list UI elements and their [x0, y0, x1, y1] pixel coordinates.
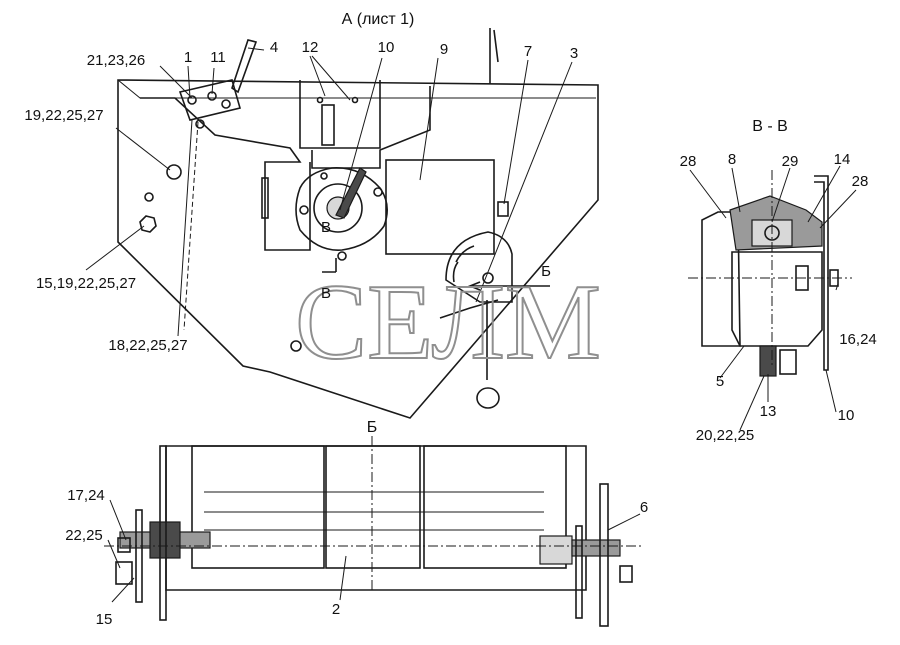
spring-bracket [299, 80, 381, 149]
callout-2: 2 [332, 601, 340, 618]
callout-10-section: 10 [838, 407, 855, 424]
housing-outline [117, 79, 599, 419]
control-knob [476, 387, 500, 409]
nut-20 [779, 349, 797, 375]
view-b-leaders [107, 499, 641, 603]
clamp-bolt-1 [187, 95, 197, 105]
side-bracket [261, 177, 269, 219]
flange-bolt-top [320, 172, 328, 180]
callout-16-24: 16,24 [839, 331, 877, 348]
nut-15 [139, 215, 157, 233]
dashed-rod [183, 121, 199, 331]
bracket-hole-2 [351, 96, 359, 104]
rod-top [489, 28, 499, 84]
callout-8: 8 [728, 151, 736, 168]
callout-28-right: 28 [852, 173, 869, 190]
control-link [439, 299, 499, 319]
view-a-title: А (лист 1) [342, 11, 415, 28]
callout-21-23-26: 21,23,26 [87, 52, 145, 69]
view-a [85, 28, 599, 419]
callout-10: 10 [378, 39, 395, 56]
view-a-leaders [85, 47, 573, 337]
bracket-hole-1 [316, 96, 324, 104]
left-plate [159, 445, 167, 621]
view-arrow-head [467, 281, 481, 291]
callout-4: 4 [270, 39, 278, 56]
spring-plate [321, 104, 335, 146]
drum-panel-left [191, 445, 325, 569]
view-b-title: Б [367, 419, 378, 436]
callout-1: 1 [184, 49, 192, 66]
flange-inner [313, 183, 363, 233]
lever-arm [231, 39, 258, 94]
quadrant-slot [452, 245, 475, 283]
callout-28-left: 28 [680, 153, 697, 170]
callout-15-bottom: 15 [96, 611, 113, 628]
clamp-plate [178, 79, 241, 121]
inner-casing [311, 86, 431, 169]
section-mark-top: В [321, 219, 331, 236]
nut-15-bottom [115, 561, 133, 585]
quadrant-3 [445, 231, 513, 303]
section-line-b [322, 258, 337, 273]
flange-bolt-left [299, 205, 309, 215]
section-mark-bottom: В [321, 285, 331, 302]
callout-6: 6 [640, 499, 648, 516]
lever-10 [335, 167, 367, 219]
callout-14: 14 [834, 151, 851, 168]
callout-11: 11 [210, 49, 226, 66]
bolt-21 [195, 119, 205, 129]
section-leaders [689, 165, 857, 431]
right-nut [619, 565, 633, 583]
bolt-lower [290, 340, 302, 352]
hole-left [144, 192, 154, 202]
callout-15-19-22-25-27: 15,19,22,25,27 [36, 275, 136, 292]
flange-bolt-bottom [337, 251, 347, 261]
left-bracket [135, 509, 143, 603]
section-v-v [688, 165, 857, 431]
callout-20-22-25: 20,22,25 [696, 427, 754, 444]
callout-19-22-25-27: 19,22,25,27 [24, 107, 103, 124]
bolt-19 [166, 164, 182, 180]
view-mark-b: Б [541, 263, 551, 280]
callout-13: 13 [760, 403, 777, 420]
right-shaft [571, 539, 621, 557]
panel-9 [385, 159, 495, 255]
left-hub [149, 521, 181, 559]
view-b [104, 436, 644, 627]
callout-12: 12 [302, 39, 319, 56]
callout-9: 9 [440, 41, 448, 58]
section-title: В - В [752, 118, 788, 135]
flange-ring [295, 167, 388, 251]
bolt-7 [497, 201, 509, 217]
callout-18-22-25-27: 18,22,25,27 [108, 337, 187, 354]
callout-3: 3 [570, 45, 578, 62]
drum-panel-mid [325, 445, 421, 569]
callout-29: 29 [782, 153, 799, 170]
right-plate-6 [599, 483, 609, 627]
flange-bolt-right [373, 187, 383, 197]
right-bracket [575, 525, 583, 619]
bolt-20 [759, 345, 777, 377]
rod-section-10 [814, 175, 829, 371]
callout-5: 5 [716, 373, 724, 390]
callout-17-24: 17,24 [67, 487, 105, 504]
bolt-17 [117, 537, 131, 553]
upper-bracket [140, 97, 311, 251]
right-hub [539, 535, 573, 565]
drum-panel-right [423, 445, 567, 569]
watermark-text: СЕЛМ [295, 263, 601, 382]
callout-7: 7 [524, 43, 532, 60]
callout-22-25: 22,25 [65, 527, 103, 544]
clamp-bolt-3 [221, 99, 231, 109]
shaft-body [731, 251, 823, 347]
